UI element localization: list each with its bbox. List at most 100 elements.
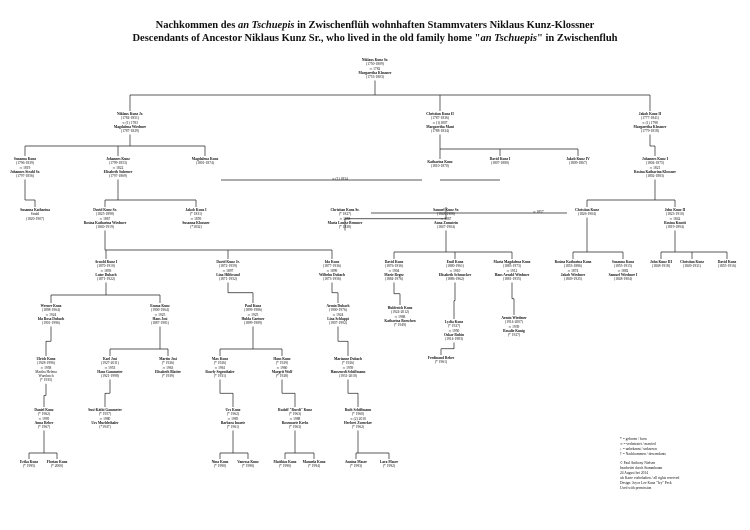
person-line: (1847-1904) [437,225,455,230]
person-mag1: Magdalena Kunz(1801-1874) [192,157,218,166]
person-line: ∞ 1960 [276,365,288,370]
person-line: (* 1926) [161,361,175,366]
title-line-english: Descendants of Ancestor Niklaus Kunz Sr.… [132,33,618,44]
person-line: (1848-1918) [652,264,670,269]
person-line: Max Kunz [211,357,229,361]
person-line: Hans Gammeter [97,369,123,374]
person-line: Martin Josi [159,357,177,361]
person-line: ∞ (1) 1783 [122,120,138,125]
person-line: Jakob Wiedmer [560,272,586,277]
legend-note: ∞ = verheiratet / married [620,442,656,446]
person-line: ∞ 1988 [289,416,301,421]
person-line: Christian Kunz [680,260,704,264]
person-line: Rosina Katharina Wiedmer [83,220,127,225]
person-chrk2: Christian Kunz(1849-1931) [680,260,704,269]
person-line: Johannes Strahl Sr. [10,169,40,174]
person-line: (1807-1880) [491,161,509,166]
person-line: ∞ 1899 [326,268,338,273]
person-line: ∞ 1953 [104,365,116,370]
person-line: (1855-1916) [718,264,736,269]
person-line: Werner Kunz [40,304,62,308]
person-line: Hans Arnold Wiedmer [494,272,530,277]
legend-note: als Karte vorbehalten / all rights reser… [620,476,680,480]
person-line: (1881-1955) [503,277,521,282]
person-annina: Annina Maser(* 1993) [345,460,367,469]
person-line: (* 1831) [189,212,203,217]
person-line: (1787-1829) [121,129,139,134]
person-line: Karl Josi [102,357,118,361]
person-line: ∞ 1893 [100,268,112,273]
person-line: Manuela Kunz [302,460,326,464]
person-line: Matthias Kunz [273,460,297,464]
person-line: Maria Magdalena Kunz [493,260,531,264]
person-line: (1877-1936) [323,264,341,269]
person-line: ∞ (1) 1798 [642,120,658,125]
person-line: Luise Dubach [95,272,117,277]
person-line: Arnold Kunz I [94,260,118,264]
person-line: (1825-1898) [96,212,114,217]
person-line: (* 1962) [351,425,365,430]
person-line: Jakob Kunz I [185,208,207,212]
person-line: (* 1939) [161,374,175,379]
person-line: (1809-1867) [569,161,587,166]
person-line: Rosely Segenthaler [205,369,235,374]
person-line: Rudolf "Ruedi" Kunz [278,408,312,412]
person-line: (1810-1870) [431,164,449,169]
person-line: ∞ 1980 [99,416,111,421]
legend-note: * = geboren / born [620,437,647,441]
person-line: Emil Kunz [446,260,464,264]
person-line: (* 1990) [241,464,255,469]
person-davidI: David Kunz I(1807-1880) [490,157,511,166]
person-line: Elisabeth Blatter [154,369,182,374]
person-line: (1787-1836) [431,116,449,121]
person-chrk: Christian Kunz(1826-1904) [575,208,599,217]
person-line: (*1947) [99,425,111,430]
person-line: (1880-1961) [446,264,464,269]
person-line: (* 1962) [226,412,240,417]
person-line: (1884-1976) [385,277,403,282]
person-lara: Lara Maser(* 1992) [380,460,398,469]
person-line: (* 1995) [22,464,36,469]
person-line: Wuethrich [38,374,54,379]
person-line: ∞ 1985 [227,416,239,421]
person-line: Lina Schlappi [327,316,349,321]
person-line: ∞ (2) 2010 [350,416,366,421]
person-line: (* 1961) [226,425,240,430]
person-line: (* 1963) [288,425,302,430]
person-line: John Kunz III [650,260,672,264]
person-line: Susanna Klossner [182,220,210,225]
person-line: (1883-1973) [503,264,521,269]
person-line: (1871-1922) [97,277,115,282]
person-line: (1779-1818) [641,129,659,134]
person-line: Barbara Imaeir [220,420,246,425]
person-line: ∞ (1)1807 [432,120,448,125]
person-florian: Florian Kunz(* 2000) [47,460,68,469]
person-line: John Kunz II [664,208,686,212]
person-line: ∞ 1821 [649,165,661,170]
person-line: Christian Kunz II [426,112,454,116]
person-line: (1750-1809) [366,62,384,67]
person-line: (1876-1936) [385,264,403,269]
person-line: Ida Rosa Dubach [37,316,65,321]
person-line: Anna Zumstein [434,220,458,225]
legend-note: bearbeitet durch Stammbaum [620,466,663,470]
person-line: (1901-1996) [42,321,60,326]
person-line: Maria Louise Brunner [327,220,363,225]
person-line: (1802-1883) [646,174,664,179]
person-line: (1931-2010) [339,374,357,379]
person-line: Katharina Kunz [427,160,453,164]
legend-note: Design: Joyce Lee Kunz "Ivy" Peck [620,481,672,485]
person-line: Rosina Katharina Klossner [634,169,676,174]
